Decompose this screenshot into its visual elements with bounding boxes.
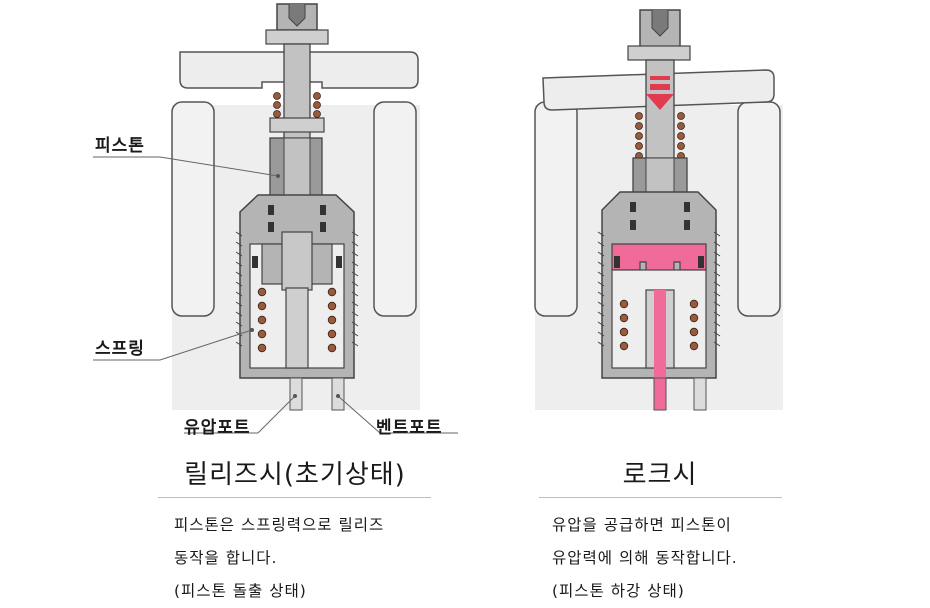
right-vent-port-channel — [693, 377, 707, 411]
left-housing-threads — [235, 231, 359, 347]
left-guide-sleeve — [285, 287, 309, 369]
lock-state-title: 로크시 — [622, 460, 698, 490]
left-piston-stem — [281, 231, 313, 291]
label-oil-port: 유압포트 — [184, 418, 251, 438]
lock-desc-line-2: 유압력에 의해 동작합니다. — [552, 549, 738, 567]
right-bolt-washer — [627, 45, 691, 61]
release-desc-line-3: (피스톤 돌출 상태) — [174, 582, 307, 600]
label-piston: 피스톤 — [95, 136, 145, 156]
lock-state-drawing — [534, 9, 783, 411]
left-lower-spring — [257, 287, 337, 353]
right-housing-threads — [597, 231, 721, 347]
right-guide-block-left — [534, 101, 578, 317]
left-bolt-socket — [288, 4, 306, 27]
release-state-description: 피스톤은 스프링력으로 릴리즈 동작을 합니다. (피스톤 돌출 상태) — [174, 509, 384, 608]
right-bolt-socket — [651, 10, 669, 37]
left-guide-block-left — [171, 101, 215, 317]
right-oil-passage — [654, 290, 666, 378]
left-bolt-washer — [265, 29, 329, 45]
left-divider — [158, 497, 431, 498]
left-piston-rod-thread — [283, 137, 311, 199]
left-leader-lines — [93, 156, 458, 434]
left-nut — [269, 117, 325, 133]
left-upper-spring — [273, 92, 321, 118]
left-seals — [252, 205, 342, 268]
lock-state-description: 유압을 공급하면 피스톤이 유압력에 의해 동작합니다. (피스톤 하강 상태) — [552, 509, 738, 608]
left-oil-port-channel — [289, 377, 303, 411]
lock-desc-line-1: 유압을 공급하면 피스톤이 — [552, 516, 732, 534]
pressure-arrow-icon — [646, 76, 674, 110]
lock-desc-line-3: (피스톤 하강 상태) — [552, 582, 685, 600]
left-leader-dots — [250, 174, 340, 398]
label-vent-port: 벤트포트 — [376, 418, 443, 438]
right-seals — [614, 202, 704, 268]
right-divider — [539, 497, 782, 498]
right-guide-block-right — [737, 101, 781, 317]
release-state-drawing — [93, 3, 458, 434]
label-spring: 스프링 — [95, 339, 145, 359]
release-state-title: 릴리즈시(초기상태) — [184, 460, 406, 490]
right-lower-spring — [619, 299, 699, 351]
left-guide-block-right — [373, 101, 417, 317]
right-oil-port-channel — [653, 377, 667, 411]
release-desc-line-1: 피스톤은 스프링력으로 릴리즈 — [174, 516, 385, 534]
release-desc-line-2: 동작을 합니다. — [174, 549, 278, 567]
